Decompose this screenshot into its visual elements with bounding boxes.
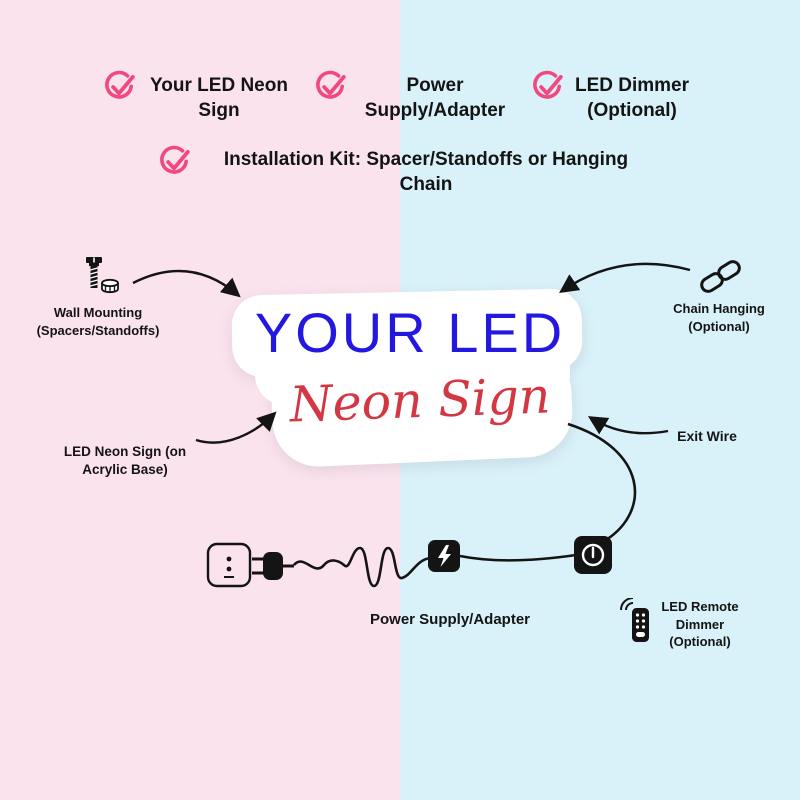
led-neon-sign-arrow [195,411,277,444]
feature-label-neon-sign: Your LED Neon Sign [150,75,288,121]
chain-hanging-arrow [559,262,691,294]
exit-wire-arrow [587,416,669,435]
wall-socket-icon [206,542,252,588]
sign-acrylic-base [255,335,570,405]
plug-icon [252,552,294,580]
plug-to-adapter-cable [293,546,431,588]
wall-mounting-label: Wall Mounting (Spacers/Standoffs) [36,305,160,338]
check-icon [316,70,346,99]
led-neon-sign-label: LED Neon Sign (on Acrylic Base) [63,444,187,478]
check-icon [160,145,190,174]
power-supply-label: Power Supply/Adapter [369,611,531,628]
screw-icon [86,257,119,294]
sign-subtitle-text: Neon Sign [288,367,552,434]
inline-dimmer-icon [574,536,612,574]
feature-label-power-supply: Power Supply/Adapter [364,75,506,121]
feature-label-installation-kit: Installation Kit: Spacer/Standoffs or Ha… [223,149,629,195]
chain-link-icon [700,260,741,293]
remote-control-icon [620,598,649,642]
check-icon [533,70,563,99]
power-adapter-icon [428,540,460,572]
check-icon [105,70,135,99]
sign-title-text: YOUR LED [254,301,566,364]
exit-wire-cable [567,422,637,542]
wall-mounting-arrow [132,269,241,298]
chain-hanging-label: Chain Hanging (Optional) [673,301,765,334]
adapter-to-dimmer-cable [459,553,577,562]
exit-wire-label: Exit Wire [677,428,737,444]
feature-label-dimmer: LED Dimmer (Optional) [574,75,690,121]
remote-dimmer-label: LED Remote Dimmer (Optional) [661,599,739,650]
